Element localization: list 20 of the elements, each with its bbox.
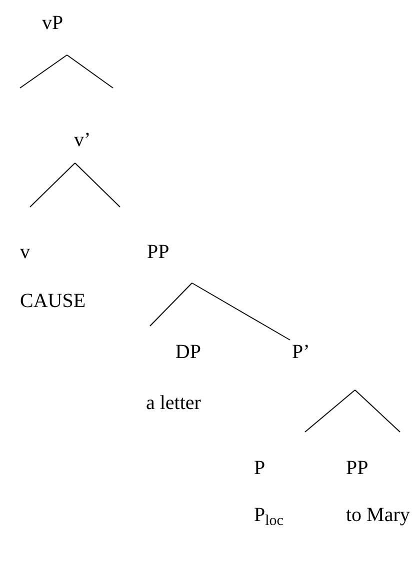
tree-branch — [66, 54, 114, 88]
tree-branch — [150, 282, 192, 326]
tree-branch — [304, 390, 356, 432]
tree-branch — [74, 162, 120, 208]
node-label: DP — [175, 340, 201, 364]
word-label: to Mary — [346, 503, 410, 527]
tree-branch — [354, 390, 400, 432]
word-label: a letter — [146, 391, 201, 415]
tree-branch — [192, 282, 290, 340]
node-label: PP — [147, 240, 170, 264]
node-label: v — [20, 240, 30, 264]
word-label: P$_{loc}$ — [254, 503, 284, 527]
tree-branch — [20, 54, 68, 88]
node-label: PP — [346, 456, 368, 480]
tree-branch — [30, 162, 76, 208]
word-label: CAUSE — [20, 289, 86, 313]
node-label: P’ — [292, 340, 310, 364]
node-label: v’ — [74, 128, 91, 152]
node-label: vP — [42, 11, 64, 35]
node-label: P — [254, 456, 266, 480]
